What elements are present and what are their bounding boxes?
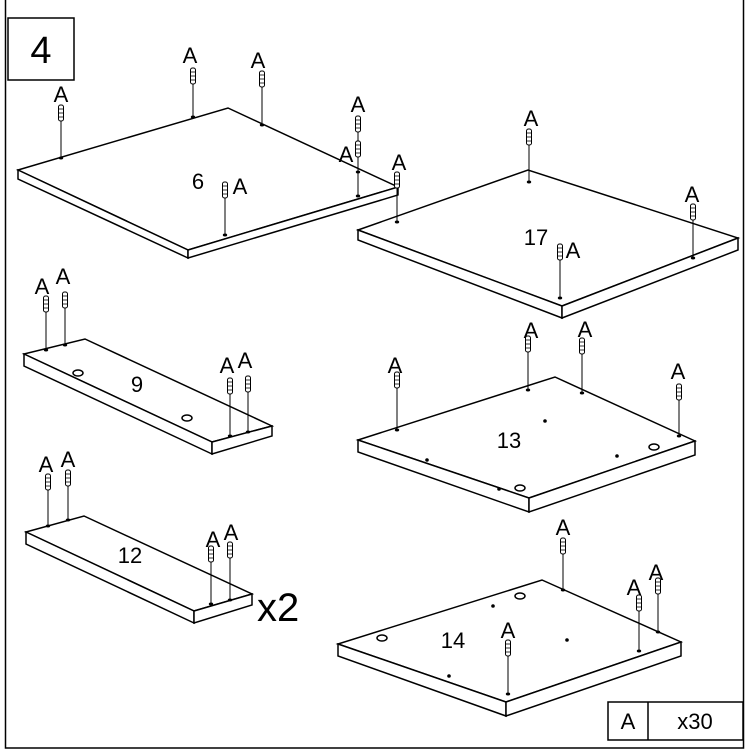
dowel-label: A (556, 515, 571, 540)
step-number: 4 (30, 30, 51, 72)
dowel-label: A (220, 353, 235, 378)
panel-12 (23, 515, 255, 625)
step-number-box (7, 17, 75, 81)
dowel-pin: A (39, 452, 54, 528)
dowel-label: A (61, 447, 76, 472)
diagram-frame (4, 0, 745, 749)
legend-part-letter: A (621, 709, 636, 734)
dowel-pin: A (556, 515, 571, 592)
dowel-label: A (39, 452, 54, 477)
dowel-label: A (183, 43, 198, 68)
dowel-label: A (649, 560, 664, 585)
dowel-pin: A (339, 140, 361, 198)
dowel-label: A (224, 520, 239, 545)
dowel-pin: A (685, 182, 700, 260)
dowel-pin: A (671, 359, 686, 438)
dowel-pin: A (557, 238, 581, 300)
dowel-label: A (238, 348, 253, 373)
dowel-pin: A (61, 447, 76, 522)
dowel-label: A (671, 359, 686, 384)
dowel-label: A (685, 182, 700, 207)
dowel-pin: A (206, 527, 221, 606)
dowel-pin: A (524, 318, 539, 392)
dowel-label: A (524, 106, 539, 131)
dowel-label: A (56, 264, 71, 289)
dowel-label: A (578, 317, 593, 342)
panel-6 (15, 107, 401, 260)
dowel-pin: A (649, 560, 664, 634)
dowel-pin: A (392, 150, 407, 224)
dowel-pin: A (578, 317, 593, 395)
quantity-multiplier: x2 (257, 586, 299, 630)
dowel-label: A (388, 353, 403, 378)
panel-label-13: 13 (497, 428, 521, 453)
dowel-label: A (566, 238, 581, 263)
dowel-label: A (206, 527, 221, 552)
dowel-label: A (524, 318, 539, 343)
panel-label-6: 6 (192, 169, 204, 194)
dowel-label: A (392, 150, 407, 175)
legend-quantity: x30 (677, 709, 712, 734)
dowel-pin: A (251, 48, 266, 127)
dowel-pin: A (224, 520, 239, 602)
dowel-pin: A (627, 575, 642, 653)
dowel-pin: A (501, 618, 516, 696)
panel-label-9: 9 (131, 372, 143, 397)
legend-box (607, 701, 744, 741)
dowel-label: A (501, 618, 516, 643)
dowel-label: A (251, 48, 266, 73)
dowel-pin: A (220, 353, 235, 438)
dowel-pin: A (56, 264, 71, 347)
parts-legend: A x30 (607, 701, 744, 741)
dowel-label: A (339, 142, 354, 167)
dowel-label: A (627, 575, 642, 600)
dowel-pin: A (524, 106, 539, 184)
dowel-label: A (35, 274, 50, 299)
dowel-pin: A (54, 82, 69, 160)
panel-label-14: 14 (441, 628, 465, 653)
dowel-label: A (54, 82, 69, 107)
dowel-label: A (351, 92, 366, 117)
panel-13 (355, 376, 698, 514)
panel-9 (21, 338, 275, 456)
dowel-label: A (233, 174, 248, 199)
dowel-pin: A (35, 274, 50, 352)
dowel-pin: A (388, 353, 403, 432)
dowel-pin: A (238, 348, 253, 434)
dowel-pin: A (222, 174, 248, 237)
panel-label-12: 12 (118, 543, 142, 568)
panel-label-17: 17 (524, 225, 548, 250)
dowel-pin: A (183, 43, 198, 119)
